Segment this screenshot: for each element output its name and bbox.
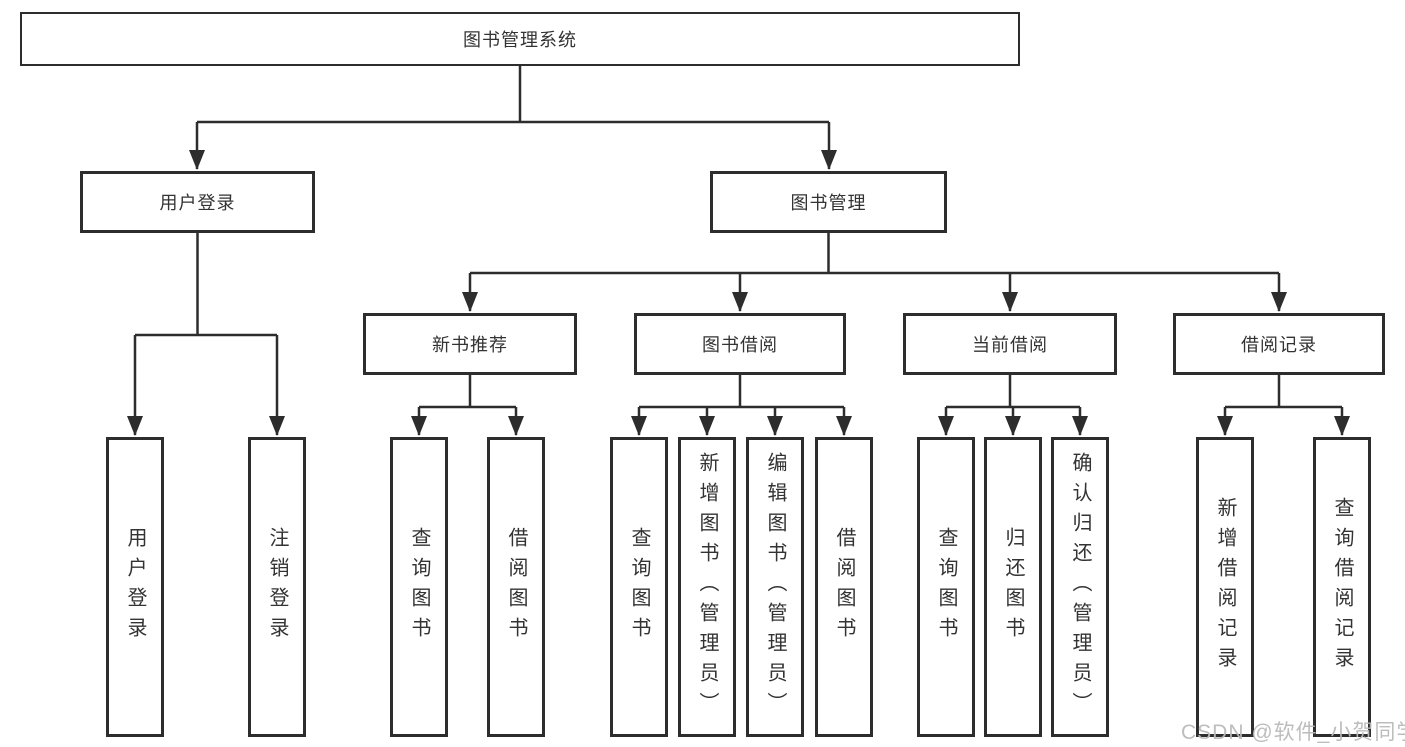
leaf-logout-label: 注销登录	[266, 527, 288, 647]
leaf-records-query-record-label: 查询借阅记录	[1331, 497, 1353, 677]
node-book-management: 图书管理	[710, 171, 947, 233]
node-user-login-label: 用户登录	[159, 193, 236, 213]
leaf-borrow-add-book-admin-label: 新增图书（管理员）	[696, 452, 718, 722]
leaf-records-query-record: 查询借阅记录	[1313, 437, 1371, 737]
node-current-borrow: 当前借阅	[903, 313, 1117, 375]
node-new-book-recommend: 新书推荐	[363, 313, 577, 375]
node-current-borrow-label: 当前借阅	[972, 335, 1048, 355]
leaf-user-login: 用户登录	[106, 437, 164, 737]
node-book-management-label: 图书管理	[790, 193, 867, 213]
leaf-records-add-record-label: 新增借阅记录	[1214, 497, 1236, 677]
node-new-book-recommend-label: 新书推荐	[432, 335, 508, 355]
node-book-borrow: 图书借阅	[634, 313, 846, 375]
leaf-current-return-book: 归还图书	[984, 437, 1042, 737]
leaf-recommend-query-book-label: 查询图书	[408, 527, 430, 647]
leaf-borrow-query-book-label: 查询图书	[628, 527, 650, 647]
leaf-user-login-label: 用户登录	[124, 527, 146, 647]
leaf-current-return-book-label: 归还图书	[1002, 527, 1024, 647]
node-book-borrow-label: 图书借阅	[702, 335, 778, 355]
leaf-borrow-add-book-admin: 新增图书（管理员）	[678, 437, 736, 737]
leaf-borrow-borrow-book-label: 借阅图书	[833, 527, 855, 647]
leaf-current-query-book-label: 查询图书	[935, 527, 957, 647]
leaf-borrow-query-book: 查询图书	[610, 437, 668, 737]
leaf-borrow-edit-book-admin: 编辑图书（管理员）	[746, 437, 804, 737]
connector-arrows	[127, 122, 1350, 436]
node-root: 图书管理系统	[20, 12, 1020, 66]
node-root-label: 图书管理系统	[463, 30, 577, 50]
node-borrow-records-label: 借阅记录	[1241, 335, 1317, 355]
watermark: CSDN @软件_小贺同学	[1181, 721, 1405, 744]
leaf-borrow-borrow-book: 借阅图书	[815, 437, 873, 737]
leaf-borrow-edit-book-admin-label: 编辑图书（管理员）	[764, 452, 786, 722]
leaf-records-add-record: 新增借阅记录	[1196, 437, 1254, 737]
leaf-current-query-book: 查询图书	[917, 437, 975, 737]
leaf-recommend-borrow-book-label: 借阅图书	[505, 527, 527, 647]
node-borrow-records: 借阅记录	[1173, 313, 1385, 375]
node-user-login: 用户登录	[80, 171, 315, 233]
leaf-recommend-borrow-book: 借阅图书	[487, 437, 545, 737]
leaf-recommend-query-book: 查询图书	[390, 437, 448, 737]
leaf-current-confirm-return-admin: 确认归还（管理员）	[1051, 437, 1109, 737]
leaf-logout: 注销登录	[248, 437, 306, 737]
leaf-current-confirm-return-admin-label: 确认归还（管理员）	[1069, 452, 1091, 722]
